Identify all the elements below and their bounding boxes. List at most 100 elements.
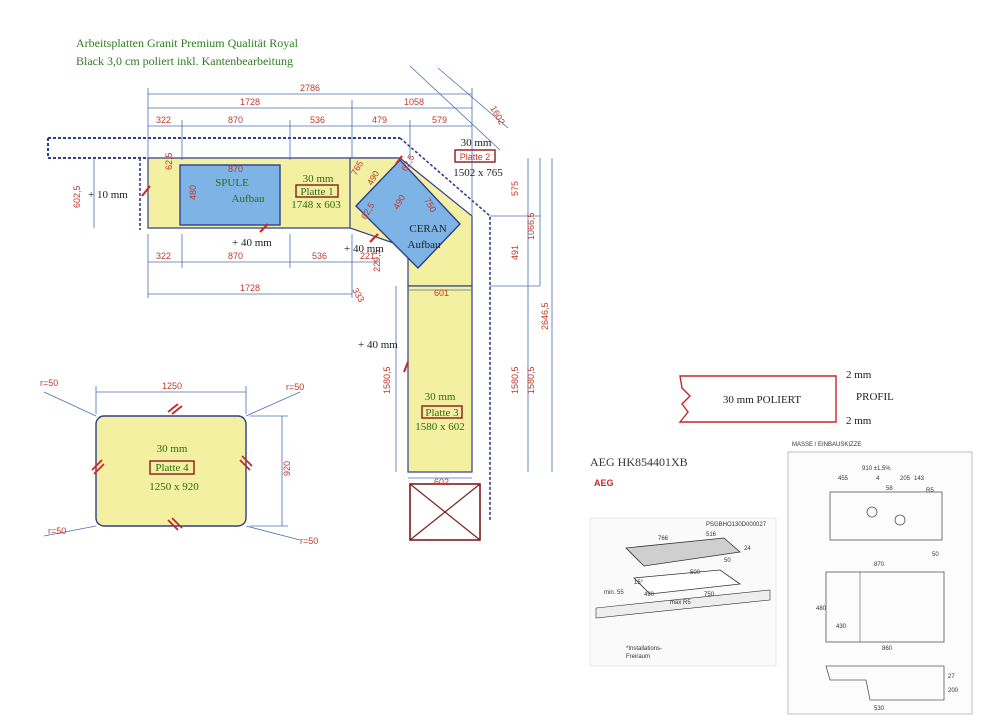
sink-sketch-d430: 430 <box>836 624 847 630</box>
plate-4-thickness: 30 mm <box>157 443 188 455</box>
plate-4-name: Platte 4 <box>155 462 189 474</box>
plate-4-radius-tr: r=50 <box>286 382 304 392</box>
sink-sketch-d143: 143 <box>914 476 925 482</box>
dim-left-1580c: 1580,5 <box>382 366 392 394</box>
hob-counter <box>595 589 771 619</box>
sink-sketch-d205: 205 <box>900 476 911 482</box>
plate-3-tag-box <box>421 405 463 419</box>
bottom-dimension-lines <box>147 234 472 479</box>
dim-right-1580b: 1580,5 <box>526 366 536 394</box>
sink-label-1: SPULE <box>215 177 249 189</box>
sink-sketch-d27: 27 <box>948 674 955 680</box>
plate-2-thickness: 30 mm <box>461 137 492 149</box>
plus40-label-1: + 40 mm <box>232 237 272 249</box>
sink-sketch-frame <box>787 451 973 715</box>
plate-2-tag-box <box>454 149 496 163</box>
sink-sketch-d860: 860 <box>882 646 893 652</box>
sink-sketch-d530: 530 <box>874 706 885 712</box>
plus40-label-3: + 40 mm <box>358 339 398 351</box>
plate-3-size: 1580 x 602 <box>415 421 465 433</box>
header-title: Arbeitsplatten Granit Premium Qualität R… <box>76 34 298 70</box>
dim-333: 333 <box>350 286 366 304</box>
tall-unit-cross-2 <box>409 483 481 541</box>
dim-right-1580a: 1580,5 <box>510 366 520 394</box>
sink-sketch-bowl-view <box>825 571 945 643</box>
plate-3-slab <box>407 285 473 473</box>
plate-4-radius-bl: r=50 <box>48 526 66 536</box>
sink-sketch-r5: R5 <box>926 488 934 494</box>
ceran-label-2: Aufbau <box>408 239 441 251</box>
plate-2-name: Platte 2 <box>460 152 491 162</box>
dim-top-row-2: 536 <box>310 115 325 125</box>
top-dimension-lines <box>147 65 509 216</box>
dim-229: 229,5 <box>372 249 382 272</box>
profile-top: 2 mm <box>846 369 872 381</box>
profile-shape <box>678 375 837 423</box>
plate-4-size: 1250 x 920 <box>149 481 199 493</box>
dim-bottom-row-1: 870 <box>228 251 243 261</box>
ceran-label-1: CERAN <box>409 223 446 235</box>
cut-marks <box>141 155 409 373</box>
plate-4-width-dim: 1250 <box>162 381 182 391</box>
hob-d24: 24 <box>744 546 751 552</box>
sink-sketch-hole-2 <box>894 514 906 526</box>
ceran-cutout <box>355 158 461 270</box>
cabinet-outline-dotted <box>47 137 400 159</box>
dim-right-575: 575 <box>510 181 520 196</box>
dim-sink-480: 480 <box>188 185 198 200</box>
dim-top-left: 1728 <box>240 97 260 107</box>
hob-code: PSGBHO130D000027 <box>706 522 767 528</box>
header-line-1: Arbeitsplatten Granit Premium Qualität R… <box>76 36 298 50</box>
profile-name: PROFIL <box>856 391 894 403</box>
plate-1-size: 1748 x 603 <box>291 199 341 211</box>
hob-brand-logo: AEG <box>594 478 614 488</box>
sink-label-2: Aufbau <box>232 193 265 205</box>
plate-4-height-dim: 920 <box>282 461 292 476</box>
sink-sketch-profile <box>825 665 945 701</box>
sink-sketch-hole-1 <box>866 506 878 518</box>
dim-bottom-row-2: 536 <box>312 251 327 261</box>
hob-cutout <box>633 569 742 595</box>
plate-4-radius-tl: r=50 <box>40 378 58 388</box>
sink-sketch-d455: 455 <box>838 476 849 482</box>
hob-note-1: *Installations- <box>626 646 662 652</box>
dim-top-total: 2786 <box>300 83 320 93</box>
plate-3-thickness: 30 mm <box>425 391 456 403</box>
right-dimension-lines <box>395 158 553 472</box>
hob-d750: 750 <box>704 592 715 598</box>
sink-width-dim: 870 <box>228 164 243 174</box>
dim-right-1066: 1066,5 <box>526 212 536 240</box>
hob-note-2: Freiraum <box>626 654 650 660</box>
hob-d500: 500 <box>690 570 701 576</box>
dim-top-row-3: 479 <box>372 115 387 125</box>
dim-bottom-row-3: 221 <box>360 251 375 261</box>
plate-4-dim-lines <box>43 386 301 541</box>
hob-top <box>625 537 741 567</box>
hob-d516: 516 <box>706 532 717 538</box>
header-line-2: Black 3,0 cm poliert inkl. Kantenbearbei… <box>76 54 293 68</box>
plate-4-tag-box <box>149 460 195 475</box>
dim-bottom-row-0: 322 <box>156 251 171 261</box>
hob-min: min. 55 <box>604 590 624 596</box>
hob-d490: 490 <box>644 592 655 598</box>
hob-d50: 50 <box>724 558 731 564</box>
wall-outline-dotted <box>139 137 491 520</box>
tall-unit-box <box>409 483 481 541</box>
sink-sketch-d1000: 870 <box>874 562 885 568</box>
plus40-label-2: + 40 mm <box>344 243 384 255</box>
profile-label: 30 mm POLIERT <box>723 394 801 406</box>
plate-3-name: Platte 3 <box>425 407 459 419</box>
dim-bottom-601: 601 <box>434 288 449 298</box>
sink-sketch-d50: 50 <box>932 552 939 558</box>
dim-top-row-0: 322 <box>156 115 171 125</box>
sink-sketch-d200: 200 <box>948 688 959 694</box>
dim-top-diagonal: 1602 <box>488 104 507 126</box>
dim-bottom-602: 602 <box>434 477 449 487</box>
hob-d766: 766 <box>658 536 669 542</box>
sink-sketch-d4: 4 <box>876 476 880 482</box>
sink-sketch-d1: 910 ±1,5% <box>862 466 891 472</box>
dim-right-2646: 2646,5 <box>540 302 550 330</box>
plate-1-thickness: 30 mm <box>303 173 334 185</box>
dim-top-row-1: 870 <box>228 115 243 125</box>
profile-bottom: 2 mm <box>846 415 872 427</box>
